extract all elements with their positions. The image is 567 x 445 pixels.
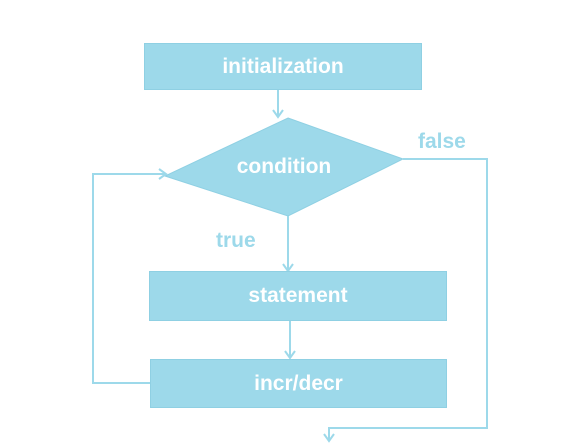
condition-label: condition xyxy=(236,155,332,178)
true-edge-label: true xyxy=(216,229,256,252)
initialization-box: initialization xyxy=(144,43,422,90)
arrow-condition-false-exit xyxy=(328,158,488,440)
statement-box: statement xyxy=(149,271,447,321)
incr-decr-box: incr/decr xyxy=(150,359,447,408)
incr-decr-label: incr/decr xyxy=(254,371,343,395)
initialization-label: initialization xyxy=(222,54,344,78)
statement-label: statement xyxy=(248,284,348,307)
arrowhead-init-to-condition xyxy=(272,109,284,119)
arrowhead-condition-false-exit xyxy=(323,433,335,443)
arrow-incr-loop-back xyxy=(92,173,165,384)
arrowhead-incr-loop-back xyxy=(158,168,168,180)
false-edge-label: false xyxy=(418,130,466,153)
arrowhead-statement-to-incr xyxy=(284,350,296,360)
